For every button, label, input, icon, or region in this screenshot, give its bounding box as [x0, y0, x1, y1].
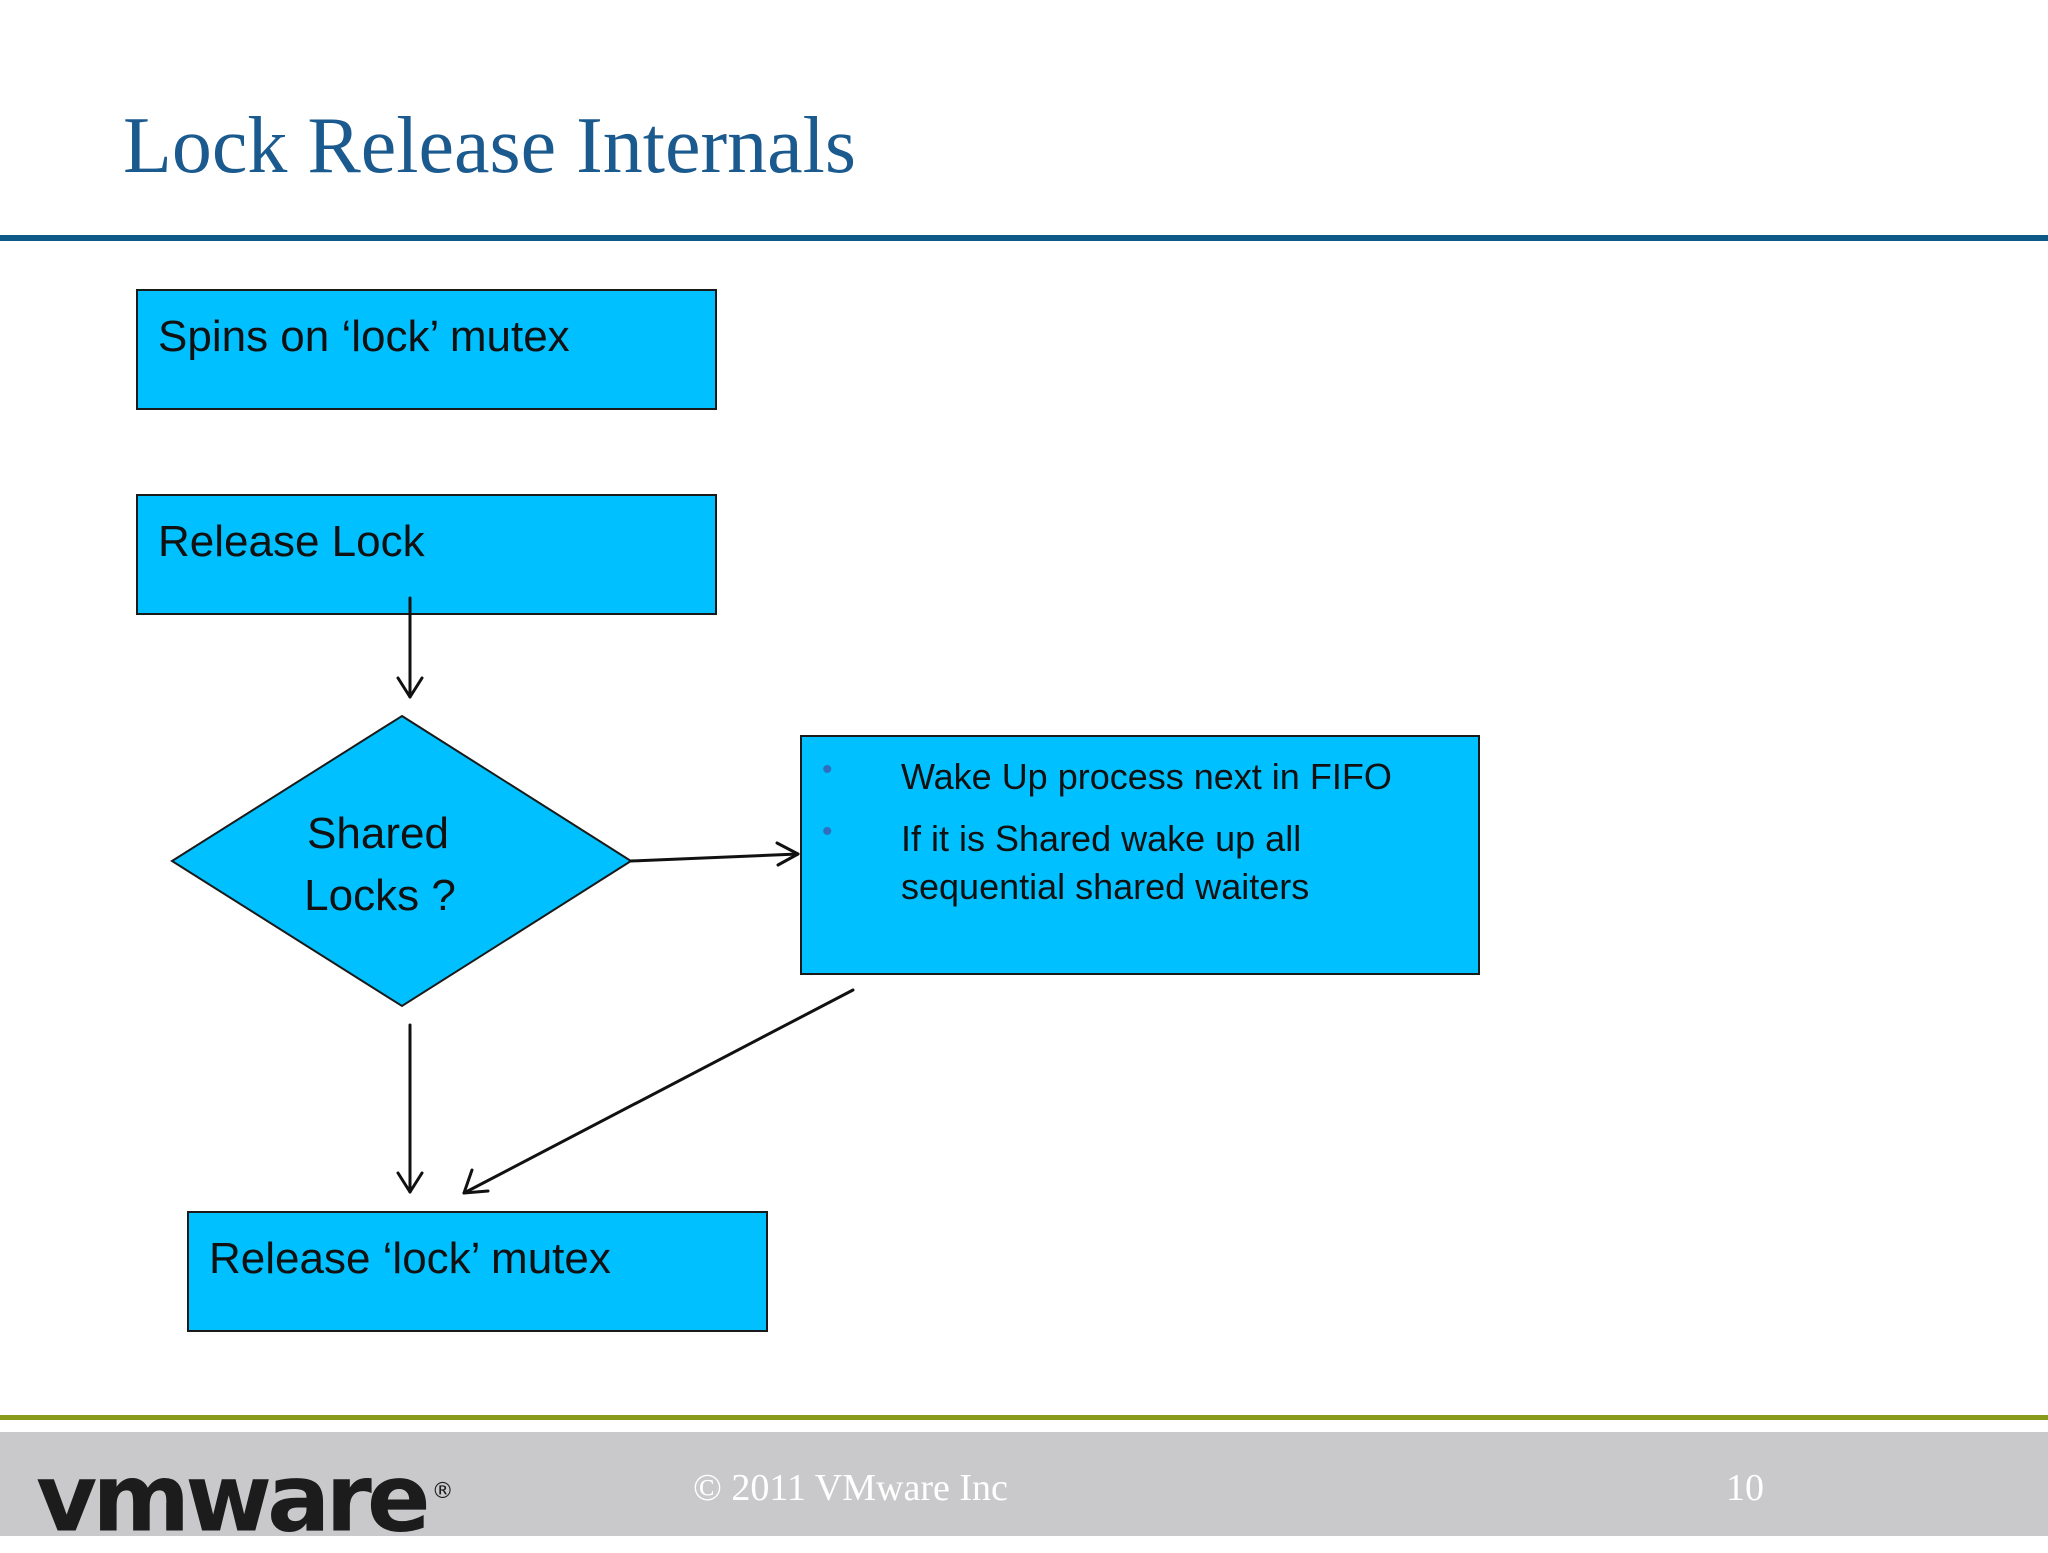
decision-label-line1: Shared: [307, 809, 449, 858]
flow-box-release-lock: Release Lock: [136, 494, 717, 615]
bullet-dot-icon: •: [822, 815, 833, 848]
edge-decision-to-release-mutex: [396, 1023, 424, 1194]
edge-wake-to-release-mutex: [462, 988, 855, 1195]
footer-divider: [0, 1415, 2048, 1420]
flow-box-label: Release Lock: [158, 517, 425, 566]
flow-box-label: Release ‘lock’ mutex: [209, 1234, 611, 1283]
edge-release-to-decision: [396, 596, 424, 699]
flow-box-spin-on-lock-mutex: Spins on ‘lock’ mutex: [136, 289, 717, 410]
registered-mark: ®: [431, 1479, 454, 1504]
vmware-logo: vmware®: [36, 1442, 454, 1549]
decision-diamond-shared-locks: [170, 714, 633, 1008]
decision-label-line2: Locks ?: [304, 871, 456, 920]
title-divider: [0, 235, 2048, 241]
edge-decision-to-wake: [629, 841, 800, 867]
page-number: 10: [1726, 1467, 1764, 1509]
bullet-text: Wake Up process next in FIFO: [901, 756, 1392, 797]
bullet-dot-icon: •: [822, 753, 833, 786]
slide-title: Lock Release Internals: [123, 102, 857, 190]
bullet-text: If it is Shared wake up all sequential s…: [901, 818, 1310, 907]
copyright-text: © 2011 VMware Inc: [693, 1467, 1008, 1509]
flow-box-wake-up-processes: • Wake Up process next in FIFO • If it i…: [800, 735, 1480, 975]
flow-box-release-lock-mutex: Release ‘lock’ mutex: [187, 1211, 768, 1332]
logo-wordmark: vmware: [36, 1444, 431, 1553]
footer-bar: [0, 1432, 2048, 1536]
flow-box-label: Spins on ‘lock’ mutex: [158, 312, 570, 361]
